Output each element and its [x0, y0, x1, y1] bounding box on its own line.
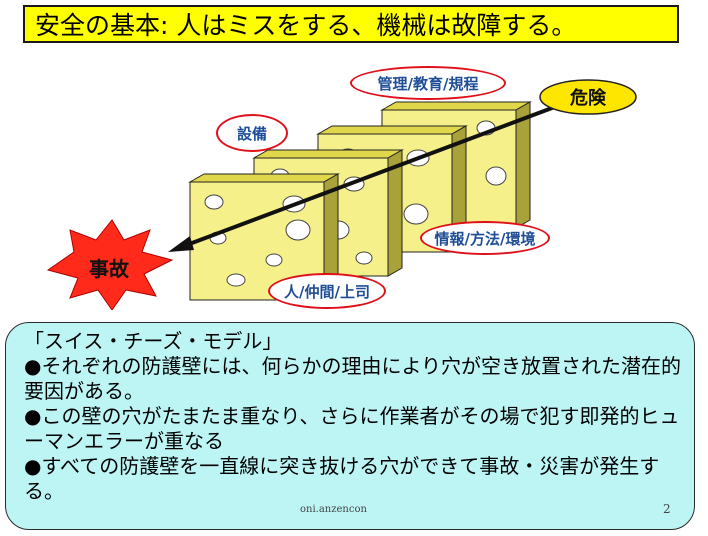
layer-label-people: 人/仲間/上司	[268, 273, 386, 309]
swiss-cheese-diagram: 危険 事故	[8, 64, 703, 310]
explanation-bullet: ●この壁の穴がたまたま重なり、さらに作業者がその場で犯す即発的ヒューマンエラーが…	[24, 404, 680, 453]
explanation-box: 「スイス・チーズ・モデル」 ●それぞれの防護壁には、何らかの理由により穴が空き放…	[5, 322, 695, 530]
layer-label-information: 情報/方法/環境	[420, 221, 550, 255]
hazard-label: 危険	[569, 87, 607, 109]
explanation-bullet: ●すべての防護壁を一直線に突き抜ける穴ができて事故・災害が発生する。	[24, 454, 660, 503]
accident-starburst: 事故	[46, 219, 174, 310]
accident-label: 事故	[89, 257, 130, 281]
explanation-heading: 「スイス・チーズ・モデル」	[24, 329, 283, 353]
hazard-trajectory-arrow	[168, 100, 569, 252]
slide-title: 安全の基本: 人はミスをする、機械は故障する。	[23, 5, 679, 43]
explanation-bullet: ●それぞれの防護壁には、何らかの理由により穴が空き放置された潜在的要因がある。	[24, 354, 682, 403]
layer-label-equipment: 設備	[216, 114, 288, 152]
hazard-ellipse: 危険	[539, 79, 637, 115]
source-credit: oni.anzencon	[300, 504, 367, 515]
page-number: 2	[663, 502, 671, 516]
layer-label-management: 管理/教育/規程	[350, 66, 506, 100]
